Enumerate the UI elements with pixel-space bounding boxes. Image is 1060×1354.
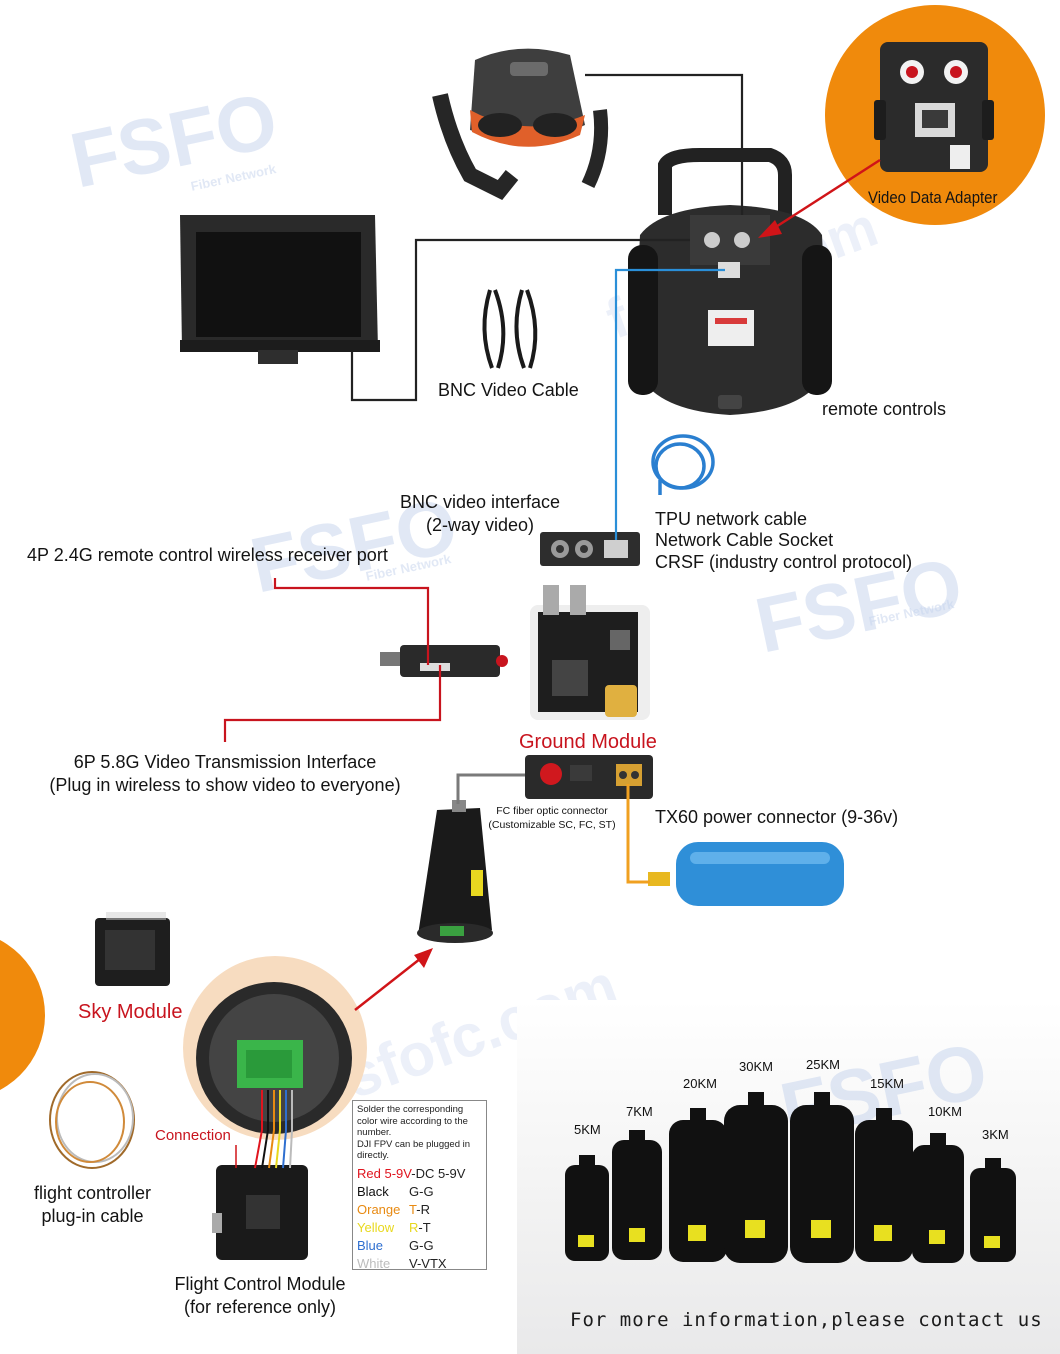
left-orange-circle: [0, 940, 45, 1090]
flight-controller-cable-image: [49, 1071, 135, 1169]
receiver-port-label: 4P 2.4G remote control wireless receiver…: [27, 545, 388, 565]
video-tx-interface-label: 6P 5.8G Video Transmission Interface: [73, 752, 377, 772]
spool-label-30km: 30KM: [739, 1059, 773, 1074]
bnc-cables-image: [482, 289, 538, 369]
wire-row-red: Red 5-9V-DC 5-9V: [357, 1165, 466, 1181]
goggles-to-remote-wire: [585, 73, 744, 215]
adapter-arrow-head: [758, 220, 782, 238]
video-tx-wire: [223, 665, 442, 742]
remote-controls-label: remote controls: [822, 399, 947, 419]
remote-controller-image: [628, 148, 832, 415]
spool-label-3km: 3KM: [982, 1127, 1009, 1142]
receiver-port-wire: [273, 578, 430, 665]
ground-module-label: Ground Module: [519, 731, 657, 753]
wiring-notes-intro: Solder the corresponding color wire acco…: [357, 1104, 468, 1138]
two-way-video-label: (2-way video): [425, 515, 535, 535]
adapter-arrow-line: [767, 158, 881, 234]
video-data-adapter-image: [874, 42, 994, 172]
fc-cable-label-line2: plug-in cable: [41, 1206, 144, 1226]
spool-label-25km: 25KM: [806, 1057, 840, 1072]
video-tx-note-label: (Plug in wireless to show video to every…: [49, 775, 401, 795]
ground-module-case-image: [525, 755, 653, 799]
power-wire: [626, 784, 650, 884]
fc-connector-note-label: (Customizable SC, FC, ST): [488, 819, 616, 831]
flight-controller-board-image: [212, 1165, 308, 1260]
bnc-interface-box-image: [540, 532, 640, 566]
tpu-network-cable-label: TPU network cable: [655, 509, 808, 529]
spool-label-15km: 15KM: [870, 1076, 904, 1091]
sky-module-image: [95, 912, 170, 986]
ground-to-spool-fiber: [456, 773, 525, 804]
wiring-notes-box: Solder the corresponding color wire acco…: [352, 1100, 487, 1271]
fpv-goggles-image: [432, 48, 609, 201]
connection-label: Connection: [155, 1127, 231, 1144]
spool-bottom-view-image: [196, 982, 352, 1134]
power-connector-label: TX60 power connector (9-36v): [655, 807, 899, 827]
spool-arrow-line: [354, 954, 426, 1011]
crsf-label: CRSF (industry control protocol): [655, 552, 913, 572]
tpu-network-cable-image: [651, 434, 715, 495]
bnc-video-cable-label: BNC Video Cable: [438, 380, 579, 400]
wiring-notes-dji: DJI FPV can be plugged in directly.: [357, 1138, 471, 1162]
battery-pack-image: [648, 842, 844, 906]
spool-label-20km: 20KM: [683, 1076, 717, 1091]
remote-to-interface-blue-cable: [614, 268, 725, 540]
video-data-adapter-label: Video Data Adapter: [868, 188, 998, 207]
flight-control-module-note: (for reference only): [183, 1297, 337, 1317]
flight-control-module-label: Flight Control Module: [174, 1274, 346, 1294]
spool-label-10km: 10KM: [928, 1104, 962, 1119]
fiber-spool-image: [417, 800, 493, 943]
receiver-dongle-image: [380, 645, 508, 677]
fc-cable-label-line1: flight controller: [33, 1183, 152, 1203]
spool-arrow-head: [414, 948, 433, 968]
network-cable-socket-label: Network Cable Socket: [655, 530, 834, 550]
sky-module-label: Sky Module: [78, 1001, 183, 1023]
monitor-to-remote-wire: [350, 238, 690, 402]
spool-label-7km: 7KM: [626, 1104, 653, 1119]
fc-connector-label: FC fiber optic connector: [496, 805, 608, 817]
monitor-image: [180, 215, 380, 364]
spool-label-5km: 5KM: [574, 1122, 601, 1137]
bnc-video-interface-label: BNC video interface: [399, 492, 561, 512]
ground-module-board-image: [530, 585, 650, 720]
spool-lineup-image: [565, 1092, 1016, 1263]
contact-footer: For more information,please contact us: [570, 1309, 1043, 1331]
